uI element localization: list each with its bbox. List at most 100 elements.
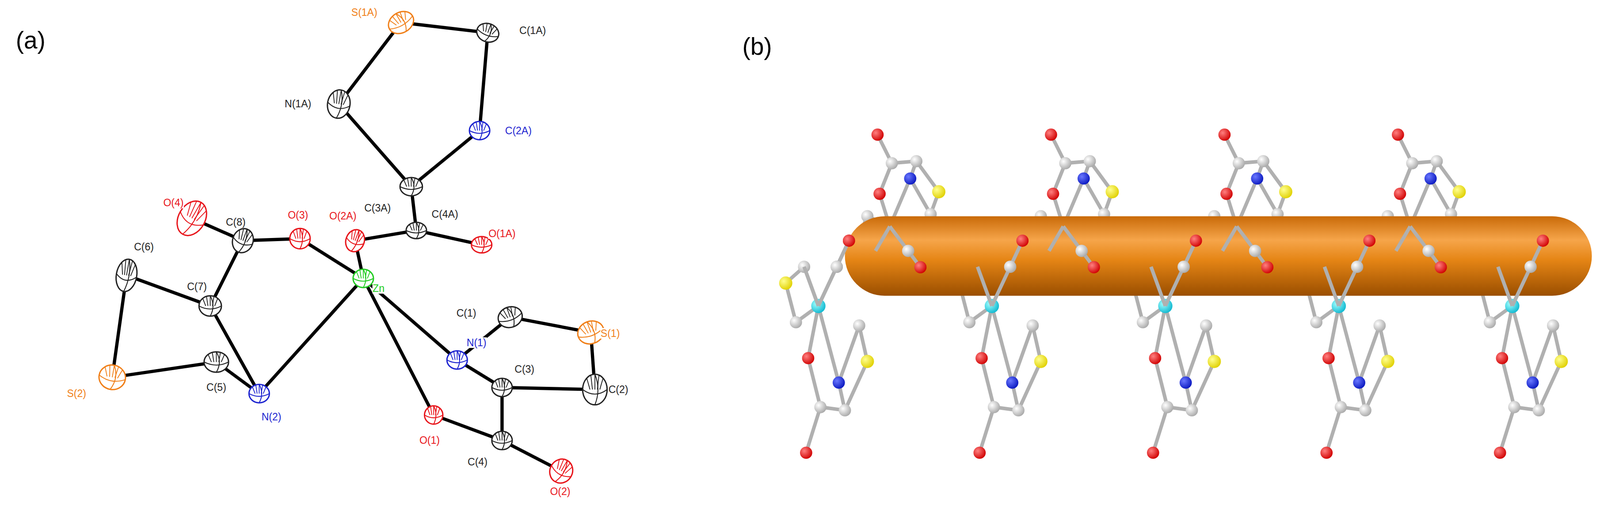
bond-line (479, 32, 488, 131)
thermal-ellipsoid (446, 350, 468, 370)
thermal-ellipsoid (113, 257, 140, 294)
chain-panel (779, 128, 1593, 460)
stick-bond (991, 306, 1013, 384)
atom-ball (1554, 354, 1568, 369)
atom-ball (1320, 446, 1333, 460)
thermal-ellipsoid (495, 303, 526, 332)
atom-label: C(8) (225, 217, 247, 228)
thermal-ellipsoid (198, 296, 222, 317)
atom-ball (873, 187, 886, 201)
atom-ball (1077, 172, 1090, 185)
atom-ball (902, 244, 915, 258)
thermal-ellipsoid (469, 121, 490, 141)
thermal-ellipsoid (384, 7, 418, 39)
bond-line (210, 306, 260, 395)
thermal-ellipsoid (204, 352, 229, 373)
atom-ball (1185, 404, 1199, 417)
atom-ball (1524, 260, 1537, 274)
stick-bond (1430, 178, 1452, 215)
stick-bond (818, 266, 838, 307)
atom-ball (1334, 401, 1348, 414)
atom-ball (789, 316, 803, 329)
stick-bond (838, 325, 860, 383)
atom-ball (1279, 185, 1293, 199)
thermal-ellipsoid (228, 225, 257, 256)
bond-line (338, 22, 401, 105)
atom-ball (1351, 260, 1364, 274)
atom-ball (975, 352, 988, 365)
atom-ball (830, 260, 843, 274)
stick-bond (818, 306, 839, 384)
atom-ball (1394, 187, 1407, 201)
atom-ball (800, 446, 813, 460)
bond-line (126, 275, 210, 307)
thermal-ellipsoid (474, 20, 502, 46)
stick-bond (979, 407, 994, 454)
atom-label: S(1) (600, 328, 621, 340)
atom-ball (1352, 377, 1366, 390)
stick-bond (991, 266, 1011, 307)
atom-ball (1087, 261, 1101, 274)
atom-ball (973, 446, 986, 460)
thermal-ellipsoid (289, 228, 311, 249)
bond-line (433, 415, 503, 442)
atom-ball (871, 128, 884, 141)
thermal-ellipsoid (342, 227, 368, 255)
stick-bond (977, 266, 992, 307)
bond-line (338, 104, 412, 187)
stick-bond (875, 226, 890, 252)
atom-ball (932, 185, 946, 199)
stick-bond (1512, 266, 1531, 307)
atom-ball (779, 276, 793, 290)
atom-label: C(7) (186, 281, 208, 293)
atom-ball (814, 401, 827, 414)
stick-bond (1538, 361, 1562, 411)
atom-ball (914, 261, 927, 274)
stick-bond (1165, 306, 1186, 384)
atom-ball (1422, 244, 1435, 258)
atom-ball (1359, 404, 1372, 417)
thermal-ellipsoid (545, 455, 578, 488)
stick-bond (1326, 407, 1341, 454)
atom-ball (914, 261, 927, 274)
atom-ball (853, 319, 866, 332)
stick-bond (818, 266, 838, 307)
atom-ball (963, 316, 976, 329)
bond-line (363, 278, 434, 416)
atom-ball (1161, 401, 1174, 414)
stick-bond (1012, 325, 1033, 383)
atom-ball (1249, 244, 1262, 258)
stick-bond (1083, 178, 1105, 215)
thermal-ellipsoid (491, 431, 513, 451)
atom-ball (1012, 404, 1025, 417)
atom-ball (1047, 187, 1060, 201)
atom-ball (1363, 234, 1376, 248)
atom-ball (1424, 172, 1437, 185)
atom-ball (1526, 377, 1540, 390)
atom-label: O(4) (162, 197, 184, 209)
atom-ball (830, 260, 843, 274)
stick-bond (1165, 266, 1185, 307)
atom-ball (1434, 261, 1448, 274)
atom-ball (1261, 261, 1274, 274)
atom-ball (1016, 234, 1029, 248)
atom-ball (1207, 354, 1221, 369)
atom-ball (842, 234, 856, 248)
atom-label: C(5) (205, 382, 227, 393)
atom-ball (987, 401, 1001, 414)
atom-ball (802, 352, 815, 365)
bond-line (259, 278, 363, 394)
atom-ball (1075, 244, 1088, 258)
stick-bond (1328, 358, 1341, 408)
atom-ball (1524, 260, 1537, 274)
atom-ball (1179, 377, 1193, 390)
atom-ball (1004, 260, 1017, 274)
atom-ball (1016, 234, 1029, 248)
atom-ball (1136, 316, 1150, 329)
atom-label: O(1) (419, 435, 441, 446)
ortep-panel (97, 7, 608, 488)
atom-ball (1493, 446, 1507, 460)
thermal-ellipsoid (491, 378, 513, 398)
